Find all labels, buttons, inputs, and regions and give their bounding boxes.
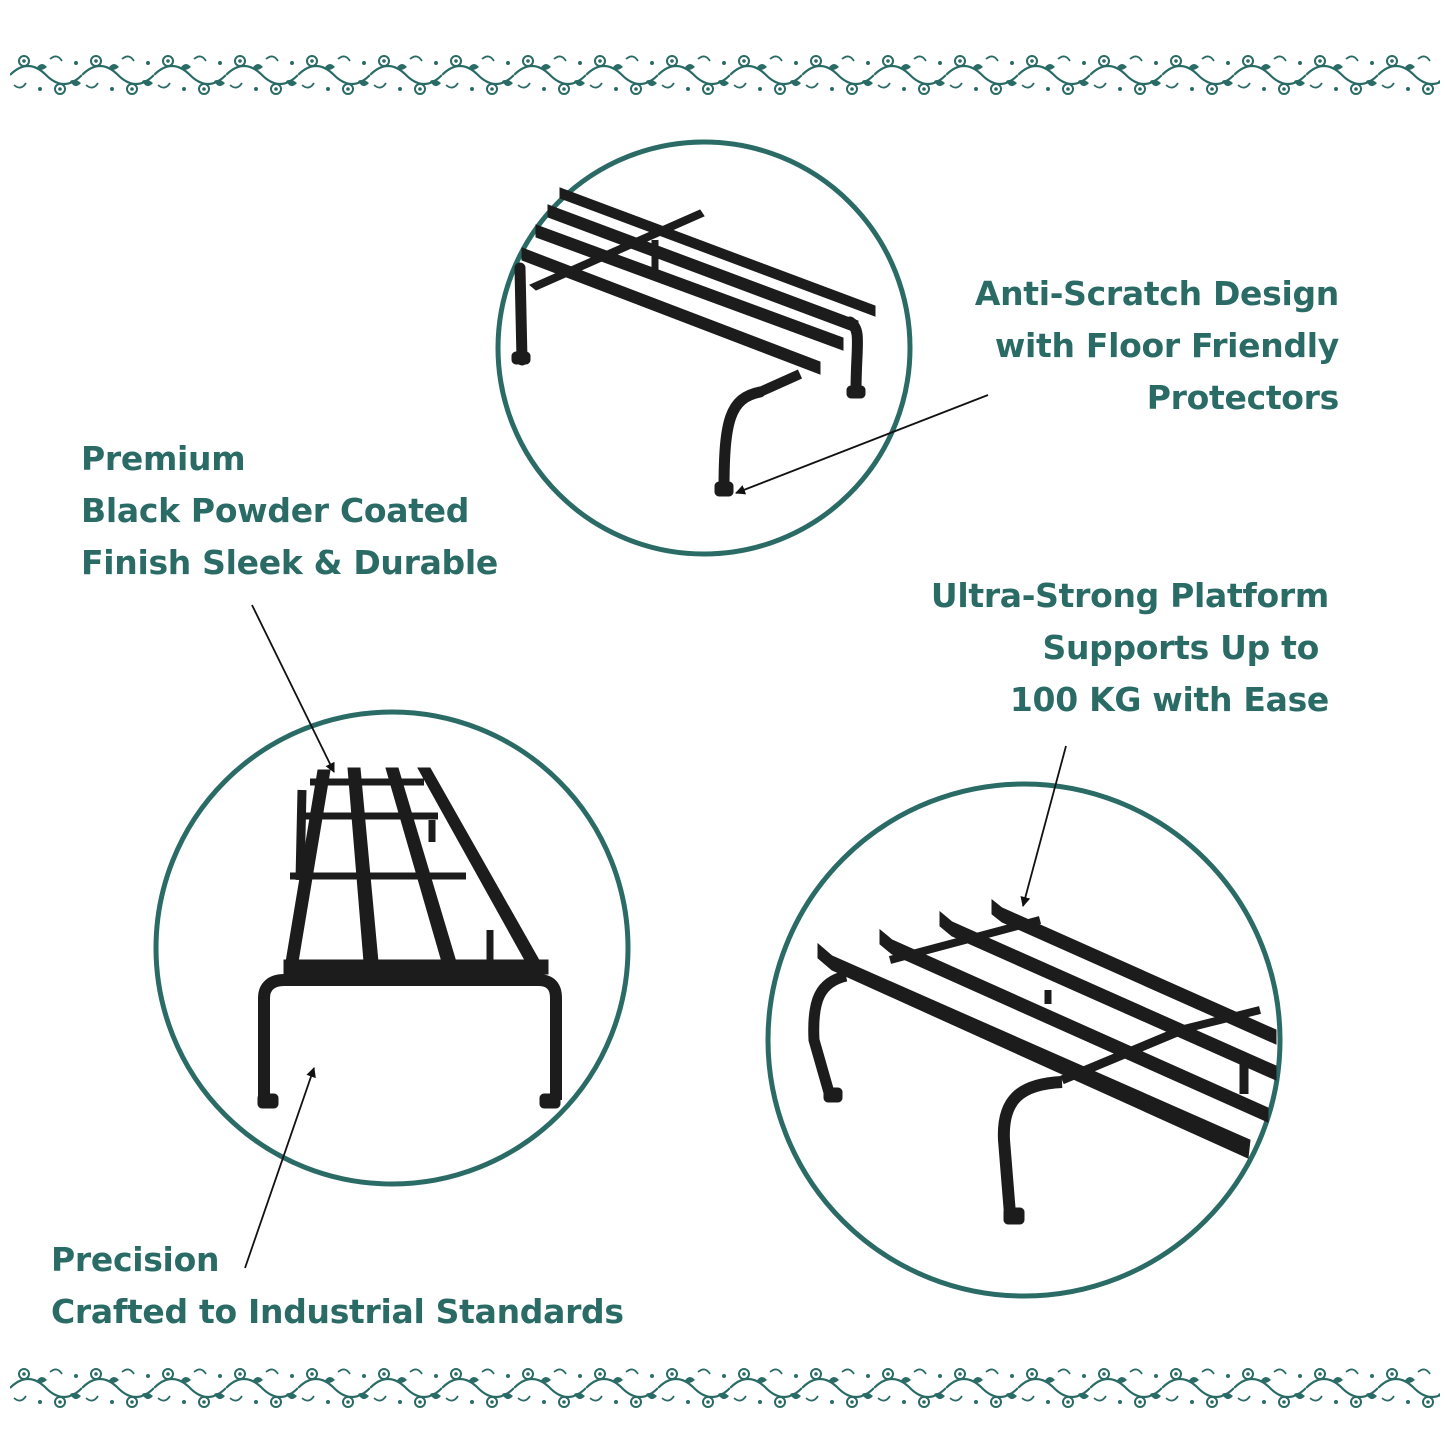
feature-caption-ultra-strong: Ultra-Strong Platform Supports Up to 100… (931, 570, 1329, 726)
caption-line: Crafted to Industrial Standards (51, 1292, 624, 1331)
arrow-platform (1020, 745, 1067, 907)
shoe-rack-top-view (511, 187, 876, 497)
caption-line: Ultra-Strong Platform (930, 576, 1329, 615)
caption-line: 100 KG with Ease (1009, 680, 1329, 719)
product-circle-bottom-right (765, 781, 1283, 1299)
caption-line: Black Powder Coated (81, 491, 470, 530)
caption-line: Protectors (1146, 378, 1340, 417)
feature-caption-precision: Precision Crafted to Industrial Standard… (51, 1234, 624, 1338)
caption-line: Supports Up to (1042, 628, 1319, 667)
feature-caption-anti-scratch: Anti-Scratch Design with Floor Friendly … (975, 268, 1339, 424)
arrow-protectors (735, 394, 989, 495)
caption-line: with Floor Friendly (994, 326, 1339, 365)
floral-vine-border-bottom (10, 1351, 1440, 1411)
product-circle-top (495, 139, 913, 557)
product-circle-bottom-left (153, 709, 631, 1187)
shoe-rack-angled-view (808, 898, 1277, 1225)
caption-line: Finish Sleek & Durable (81, 543, 498, 582)
floral-vine-border-top (10, 45, 1440, 105)
arrow-precision (244, 1067, 316, 1269)
shoe-rack-front-view (257, 767, 562, 1109)
caption-line: Premium (81, 439, 246, 478)
caption-line: Anti-Scratch Design (974, 274, 1339, 313)
feature-caption-premium-finish: Premium Black Powder Coated Finish Sleek… (81, 433, 498, 589)
caption-line: Precision (51, 1240, 220, 1279)
arrow-finish (251, 604, 335, 773)
